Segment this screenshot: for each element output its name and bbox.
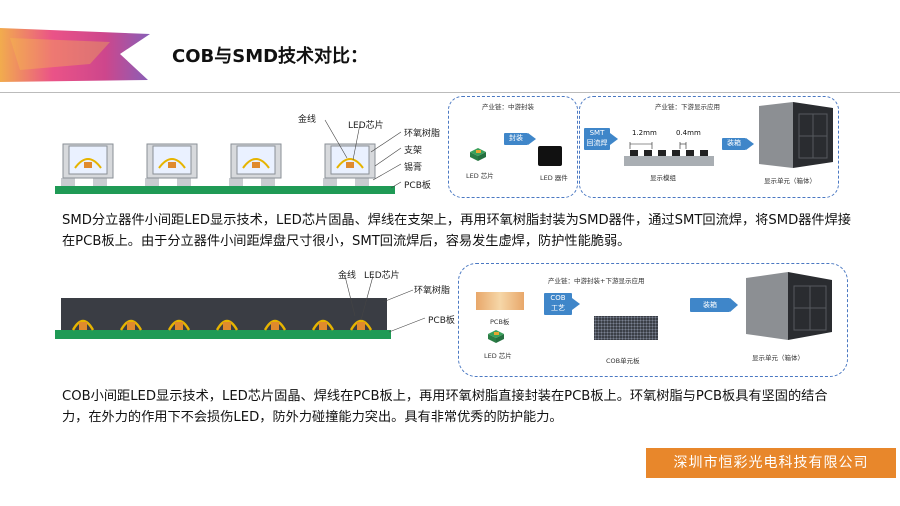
cob-label-gold-wire: 金线 (338, 271, 357, 281)
smd-chain-downstream (579, 96, 839, 198)
arrow-right-icon (572, 298, 580, 310)
led-chip-icon (470, 148, 486, 161)
cob-pcb-label: PCB板 (490, 318, 510, 326)
smd-chain-right-title: 产业链：下游显示应用 (655, 103, 720, 111)
cob-chip-label: LED 芯片 (484, 352, 512, 360)
smd-device (230, 143, 282, 179)
cob-label-pcb: PCB板 (428, 316, 455, 326)
cob-cross-section (55, 275, 426, 339)
decorative-splash (0, 28, 150, 82)
pitch-dim-2: 0.4mm (676, 129, 701, 137)
pitch-dim-1: 1.2mm (632, 129, 657, 137)
pcb-board-icon (476, 292, 524, 310)
arrow-right-icon (610, 133, 618, 145)
cob-unit-board-icon (594, 316, 658, 340)
smd-device (146, 143, 198, 179)
cob-unit-board-label: COB单元板 (606, 357, 640, 365)
cob-assemble-arrow: 装箱 (690, 298, 730, 312)
smd-chain-left-title: 产业链：中游封装 (482, 103, 534, 111)
display-module-icon (624, 142, 714, 166)
smd-label-bracket: 支架 (404, 146, 423, 156)
smd-description: SMD分立器件小间距LED显示技术，LED芯片固晶、焊线在支架上，再用环氧树脂封… (62, 213, 851, 249)
led-chip-icon (488, 330, 504, 343)
cob-pcb-board (55, 330, 391, 339)
smd-device-label: LED 器件 (540, 174, 568, 182)
display-cabinet-icon (746, 272, 832, 340)
cob-chain-box (458, 263, 848, 377)
smd-assemble-arrow: 装箱 (722, 138, 746, 150)
cob-chain-title: 产业链：中游封装+下游显示应用 (548, 277, 645, 285)
smd-device (62, 143, 114, 179)
smd-device (324, 143, 376, 179)
smd-chip-label: LED 芯片 (466, 172, 494, 180)
divider (0, 92, 900, 93)
cob-description: COB小间距LED显示技术，LED芯片固晶、焊线在PCB板上，再用环氧树脂直接封… (62, 389, 828, 425)
display-unit-label: 显示单元（箱体） (764, 177, 816, 185)
smd-pcb-board (55, 186, 395, 194)
cob-label-epoxy: 环氧树脂 (414, 286, 451, 296)
arrow-right-icon (746, 138, 754, 150)
smt-reflow-arrow: SMT 回流焊 (584, 128, 610, 150)
smd-label-led-chip: LED芯片 (348, 121, 384, 131)
arrow-right-icon (730, 298, 738, 312)
smd-label-pcb: PCB板 (404, 181, 431, 191)
cob-cabinet-label: 显示单元（箱体） (752, 354, 804, 362)
display-cabinet-icon (759, 102, 833, 168)
smd-chain-midstream (448, 96, 578, 198)
smd-label-gold-wire: 金线 (298, 115, 317, 125)
cob-label-led-chip: LED芯片 (364, 271, 400, 281)
smd-device-icon (538, 146, 562, 166)
page-title: COB与SMD技术对比： (172, 46, 369, 67)
smd-label-epoxy: 环氧树脂 (404, 129, 441, 139)
smd-label-solder: 锡膏 (404, 163, 423, 173)
company-name-banner: 深圳市恒彩光电科技有限公司 (646, 448, 896, 478)
smd-cross-section (55, 119, 402, 194)
display-module-label: 显示模组 (650, 174, 676, 182)
smd-package-arrow: 封装 (504, 133, 528, 145)
cob-process-arrow: COB 工艺 (544, 293, 572, 315)
arrow-right-icon (528, 133, 536, 145)
